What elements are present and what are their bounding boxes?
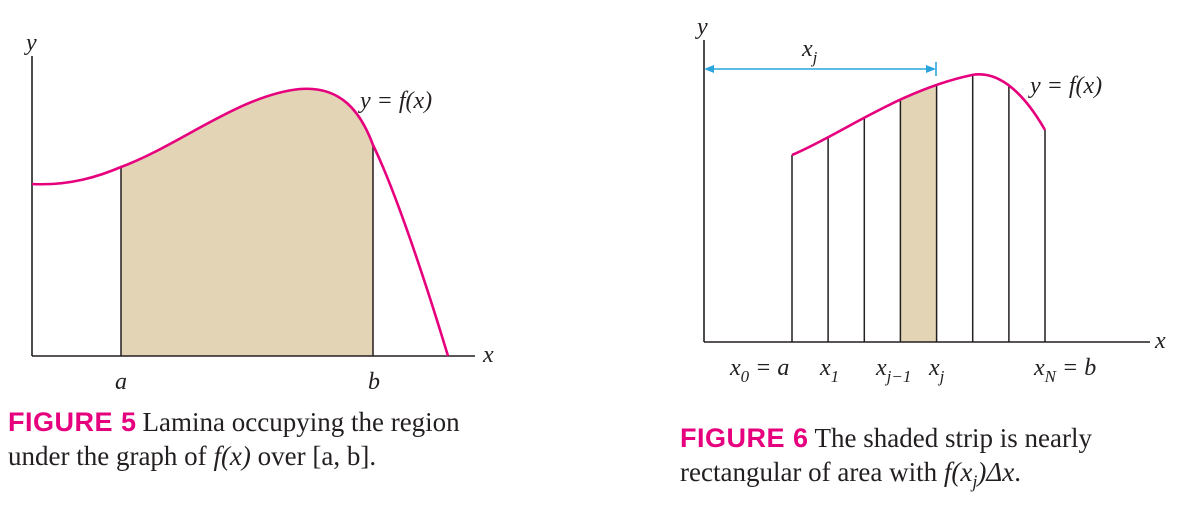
f6-curve [791,73,1047,157]
f5-y-axis-label: y [24,30,37,56]
f5-shaded-region [121,88,373,357]
f6-tick-x0: x0 = a [729,355,789,386]
figure-6: xj y x y = f(x) x0 = a x1 xj−1 xj xN = b [695,14,1166,386]
figure-6-caption-line2-end: . [1014,457,1021,487]
f6-tick-x1: x1 [819,355,839,386]
figure-5-caption-math: f(x) [213,441,251,471]
figure-6-caption-line1: The shaded strip is nearly [814,423,1092,453]
f5-x-axis-label: x [482,342,494,368]
figure-6-label: FIGURE 6 [680,423,809,453]
figure-5-caption-line1: Lamina occupying the region [142,407,460,437]
f6-tick-xN: xN = b [1033,355,1096,386]
figure-5-caption-line2: under the graph of [8,441,214,471]
f6-strip-lines [791,74,1046,342]
f6-tick-xjm1: xj−1 [875,355,911,386]
f6-x-axis-label: x [1154,328,1166,354]
f6-xj-distance-arrow [704,62,937,76]
f6-y-axis-label: y [695,14,708,40]
f5-curve [31,87,450,357]
figure-6-caption-math: f(xj)Δx [943,457,1015,492]
figure-6-caption-line2: rectangular of area with [680,457,944,487]
f5-a-label: a [115,369,127,395]
f6-xj-arrow-label: xj [801,36,818,67]
f5-b-label: b [368,369,380,395]
f6-shaded-strip [900,84,937,343]
figure-5: y x y = f(x) a b [24,30,494,395]
f5-curve-label: y = f(x) [358,88,432,114]
figure-5-caption-line2-end: over [a, b]. [250,441,377,471]
figure-5-label: FIGURE 5 [8,407,137,437]
f6-tick-xj: xj [928,355,945,386]
f6-curve-label: y = f(x) [1028,73,1102,99]
